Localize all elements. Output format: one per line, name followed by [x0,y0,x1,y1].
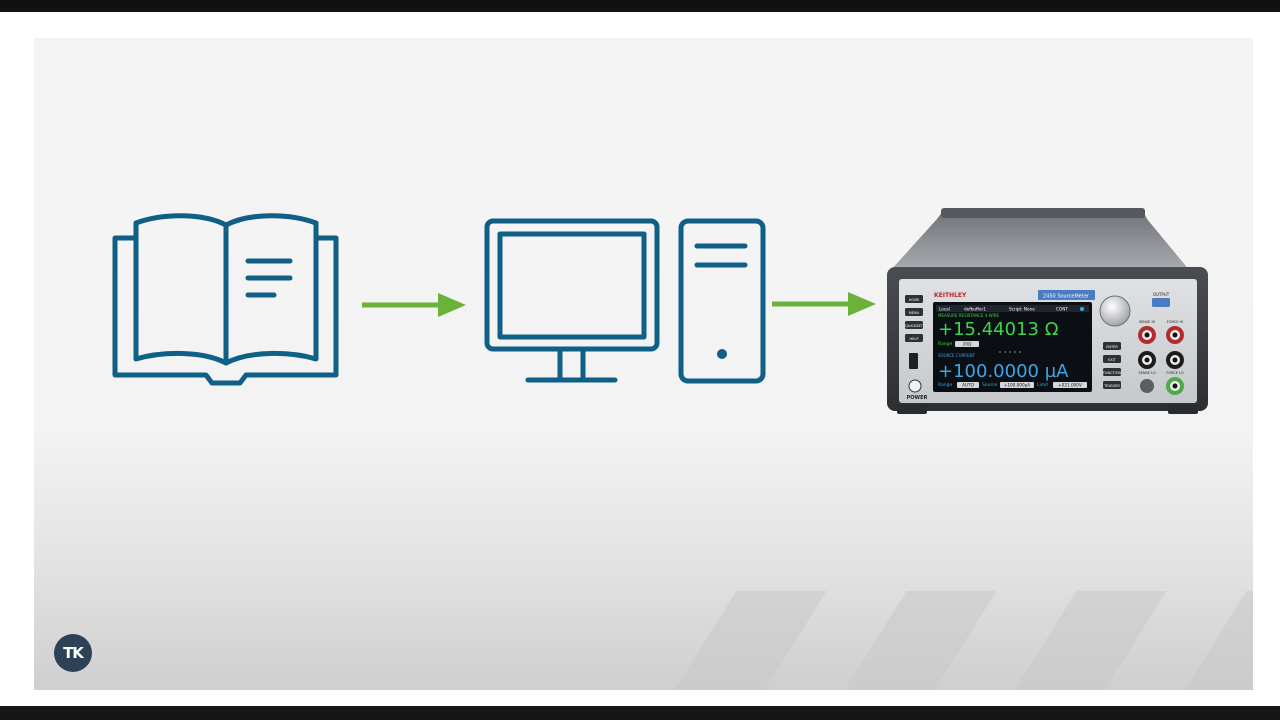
navigation-knob [1099,295,1131,327]
source-range-label: Range [938,382,952,388]
left-button-column: HOME MENU QUICKSET HELP [905,295,924,342]
power-label: POWER [907,395,928,401]
source-source-label: Source [982,382,998,388]
channel-logo[interactable]: TK [54,634,92,672]
output-label: OUTPUT [1153,292,1170,297]
status-mode: Local [939,307,950,312]
force-hi-label: FORCE HI [1167,320,1183,324]
status-script: Script: None [1009,307,1035,312]
measure-label: MEASURE RESISTANCE 4-WIRE [938,313,1000,318]
trigger-button-label: TRIGGER [1103,384,1120,388]
quickset-button-label: QUICKSET [905,324,924,328]
status-buffer: defbuffer1 [964,307,986,312]
bottom-letterbox-bar [0,706,1280,720]
arrow-right-icon [362,293,466,317]
enter-button-label: ENTER [1106,345,1118,349]
decor-stripe [1014,591,1167,690]
home-button-label: HOME [909,298,920,302]
top-letterbox-bar [0,0,1280,12]
model-badge: 2450 SourceMeter [1043,294,1090,300]
right-button-column: ENTER EXIT FUNCTION TRIGGER [1103,342,1122,389]
computer-tower-icon [678,218,766,384]
source-value: +100.0000 µA [938,361,1069,382]
sourcemeter-instrument: HOME MENU QUICKSET HELP POWER KEITHLEY 2… [887,208,1208,414]
status-trigger: CONT [1056,307,1068,312]
decor-stripe [1184,591,1253,690]
output-button [1152,298,1170,307]
exit-button-label: EXIT [1108,358,1117,362]
power-button [908,379,922,393]
sense-hi-label: SENSE HI [1139,320,1155,324]
arrow-right-icon [772,292,876,316]
monitor-icon [484,218,660,383]
source-source-value: +100.000µA [1004,383,1030,388]
brand-logo: KEITHLEY [934,292,967,299]
source-limit-label: Limit [1037,382,1048,388]
open-book-icon [112,213,339,386]
usb-port [909,353,918,369]
instrument-display [933,302,1092,392]
measure-range-value: 20Ω [963,342,972,347]
menu-button-label: MENU [909,311,920,315]
sense-lo-label: SENSE LO [1138,371,1155,375]
decor-stripe [674,591,827,690]
source-label: SOURCE CURRENT [938,353,976,358]
decor-stripe [844,591,997,690]
source-range-value: AUTO [962,383,974,388]
force-lo-label: FORCE LO [1166,371,1184,375]
source-limit-value: +021.000V [1058,383,1082,388]
measure-value: +15.44013 Ω [938,319,1059,340]
measure-range-label: Range [938,341,952,347]
help-button-label: HELP [910,337,919,341]
function-button-label: FUNCTION [1103,371,1122,375]
